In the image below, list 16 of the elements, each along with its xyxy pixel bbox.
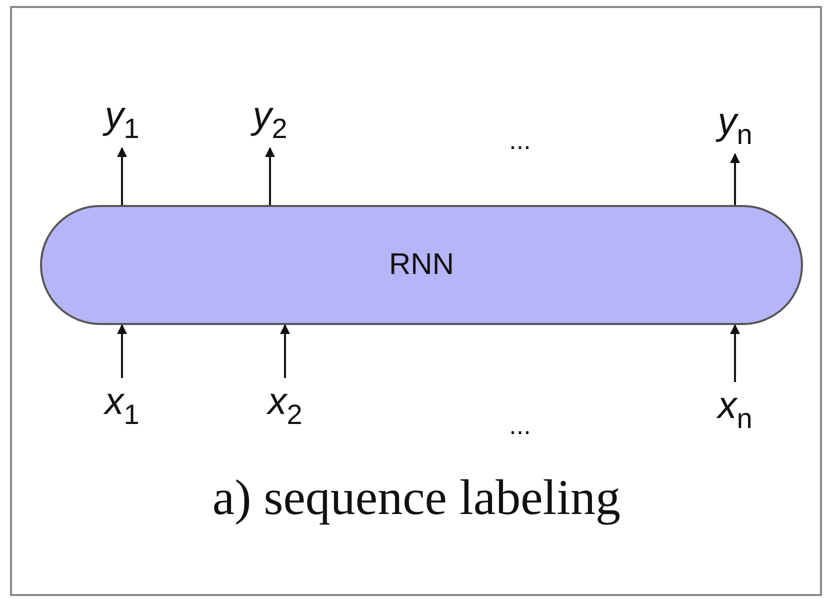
arrow bbox=[117, 147, 127, 205]
arrow bbox=[730, 324, 740, 382]
ellipsis: ... bbox=[508, 125, 532, 156]
ellipsis: ... bbox=[508, 410, 532, 441]
variable-label: y$_{2}$ bbox=[230, 92, 310, 148]
rnn-box: RNN bbox=[40, 205, 803, 325]
variable-label: x$_{1}$ bbox=[82, 378, 162, 434]
arrow bbox=[117, 324, 127, 378]
variable-label: y$_{1}$ bbox=[82, 92, 162, 148]
arrow bbox=[265, 147, 275, 205]
arrow bbox=[280, 324, 290, 378]
variable-label: y$_{n}$ bbox=[695, 98, 775, 154]
variable-label: x$_{2}$ bbox=[245, 378, 325, 434]
arrow bbox=[730, 153, 740, 205]
caption: a) sequence labeling bbox=[211, 468, 622, 526]
variable-label: x$_{n}$ bbox=[695, 382, 775, 438]
